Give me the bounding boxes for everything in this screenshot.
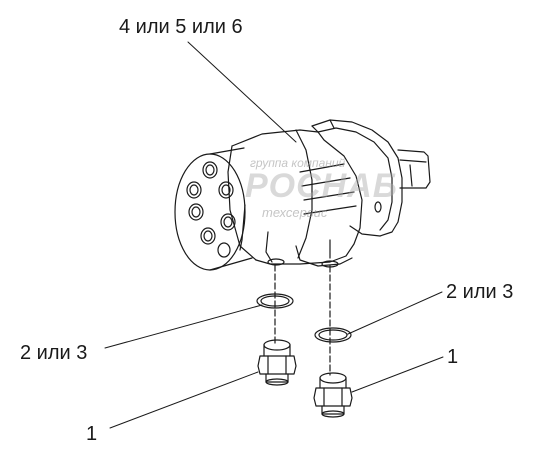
callout-fitting-right: 1 [447,346,459,368]
watermark-line-1: группа компаний [250,156,346,170]
seal-ring-left [256,293,294,309]
callout-top: 4 или 5 или 6 [119,16,243,38]
seal-ring-right [314,327,352,343]
fitting-right [313,372,353,418]
center-lines [274,264,331,376]
cover-bolts [186,161,236,258]
callout-seal-left: 2 или 3 [20,342,88,364]
hydraulic-motor [174,119,431,271]
watermark-line-3: техсервис [262,205,328,220]
fitting-left [257,339,297,386]
watermark-line-2: РОСНАБ [245,167,398,205]
callout-fitting-left: 1 [86,423,98,445]
leader-lines [104,41,444,429]
callout-seal-right: 2 или 3 [446,281,514,303]
